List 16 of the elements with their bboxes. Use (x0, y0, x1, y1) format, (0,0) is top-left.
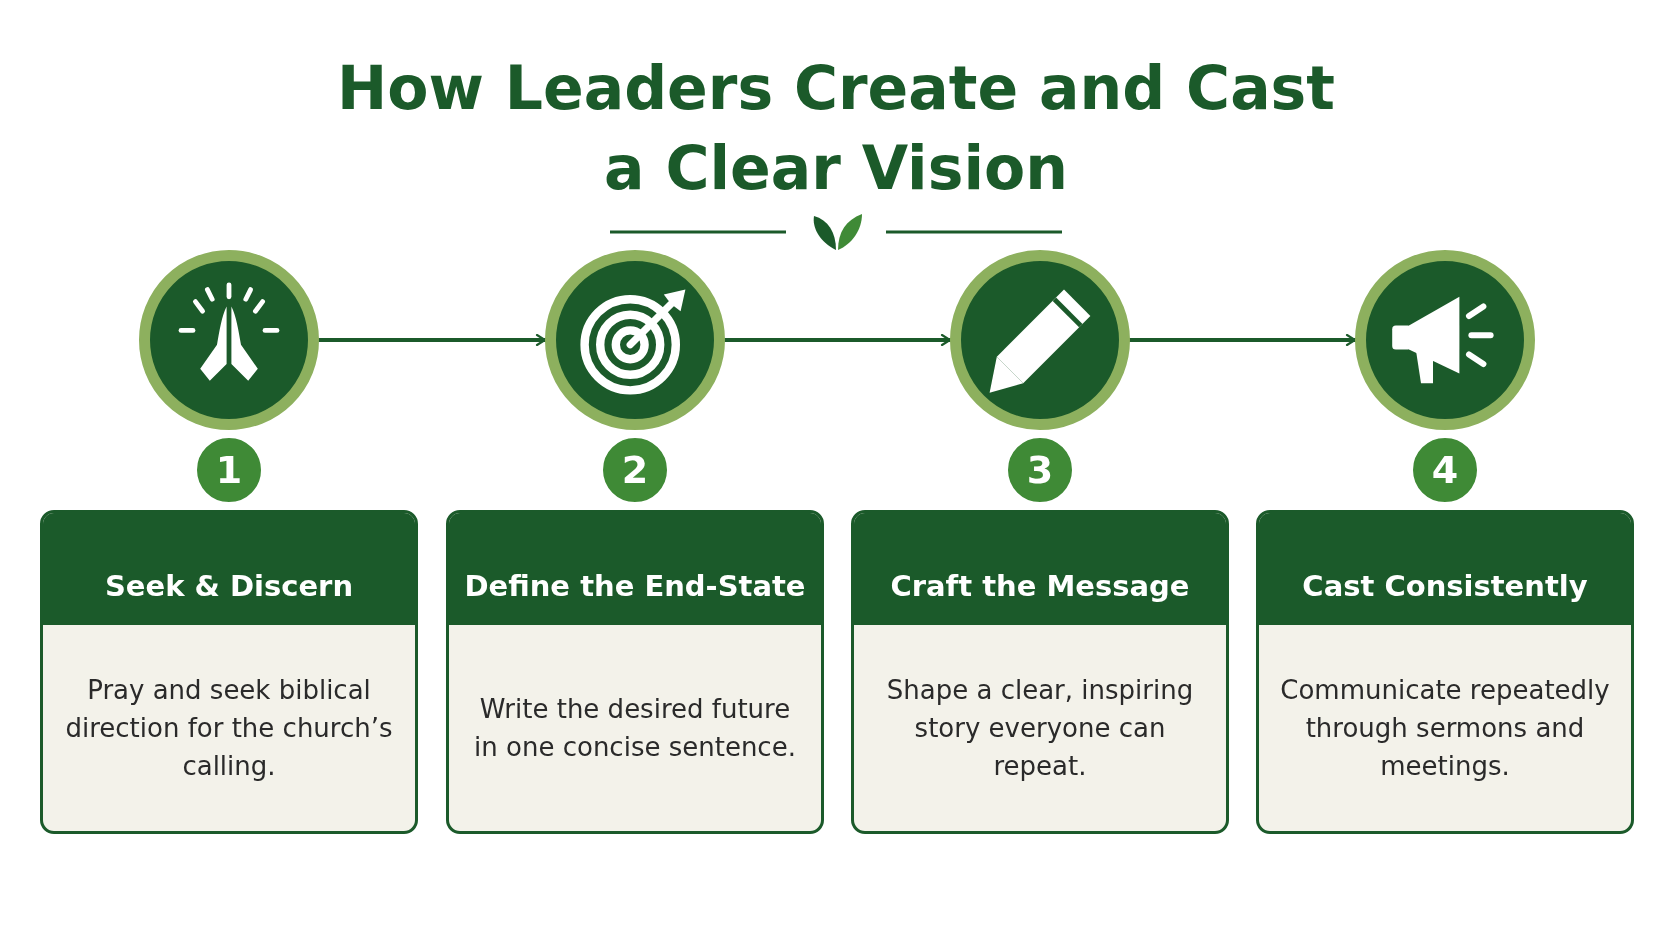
step-card (40, 510, 418, 834)
title: How Leaders Create and Cast a Clear Vision (336, 52, 1336, 205)
step-card (446, 510, 824, 834)
step-description: Write the desired future in one concise sentence. (473, 693, 797, 764)
arrow (317, 333, 547, 347)
step-heading: Craft the Message (890, 569, 1190, 603)
step-card (1256, 510, 1634, 834)
step-heading: Cast Consistently (1302, 569, 1588, 603)
step-description: Communicate repeatedly through sermons and meetings. (1279, 674, 1611, 783)
arrow (1128, 333, 1357, 347)
step-heading: Seek & Discern (104, 569, 354, 603)
step-heading: Define the End-State (464, 569, 806, 603)
step-card (851, 510, 1229, 834)
arrow (723, 333, 952, 347)
step-description: Pray and seek biblical direction for the church’s calling. (64, 674, 394, 783)
step-description: Shape a clear, inspiring story everyone can repeat. (885, 674, 1195, 783)
